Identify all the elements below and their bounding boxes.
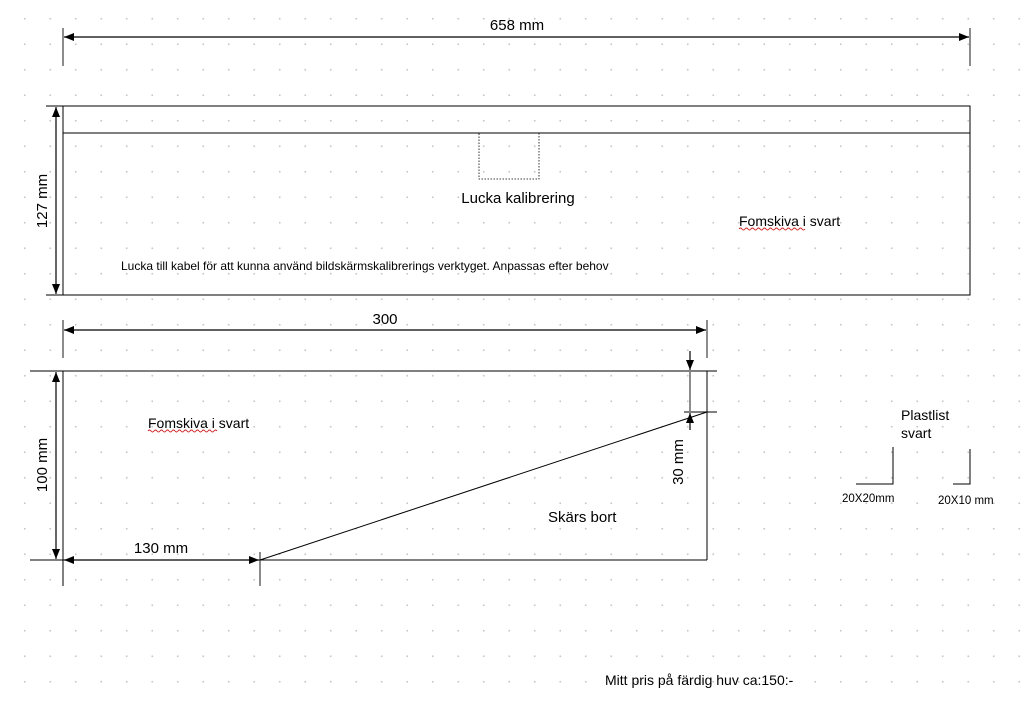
strip-profile-20x10: [953, 449, 971, 485]
cut-away-label: Skärs bort: [548, 509, 617, 526]
calibration-hatch: [478, 132, 540, 180]
strip-profile-20x20: [856, 447, 894, 485]
strips-title-line2: svart: [901, 425, 931, 441]
hatch-note: Lucka till kabel för att kunna använd bi…: [121, 259, 609, 273]
top-width-label: 658 mm: [490, 17, 544, 34]
strip-profile-20x20-label: 20X20mm: [842, 493, 894, 505]
side-panel: 300 100 mm 30 mm 130 mm Fomskiva i svart…: [30, 311, 717, 586]
top-panel-outline: [62, 105, 971, 296]
bottom-height-label: 100 mm: [34, 438, 51, 492]
top-height-label: 127 mm: [34, 174, 51, 228]
strip-profile-20x10-label: 20X10 mm: [938, 495, 994, 507]
hatch-label: Lucka kalibrering: [461, 190, 574, 207]
top-panel: 658 mm 127 mm Lucka kalibrering Fomskiva…: [34, 17, 971, 296]
offset-label: 30 mm: [670, 439, 687, 485]
strips-title-line1: Plastlist: [901, 407, 949, 423]
top-material-spellcheck-underline: [738, 227, 806, 231]
price-note: Mitt pris på färdig huv ca:150:-: [605, 672, 794, 688]
bottom-width-label: 300: [372, 311, 397, 328]
cut-diagonal: [259, 411, 708, 561]
base-label: 130 mm: [134, 540, 188, 557]
plastic-strips: Plastlist svart 20X20mm 20X10 mm: [842, 407, 994, 507]
side-material-label: Fomskiva i svart: [148, 415, 249, 431]
side-material-spellcheck-underline: [147, 429, 218, 433]
top-material-label: Fomskiva i svart: [739, 213, 840, 229]
